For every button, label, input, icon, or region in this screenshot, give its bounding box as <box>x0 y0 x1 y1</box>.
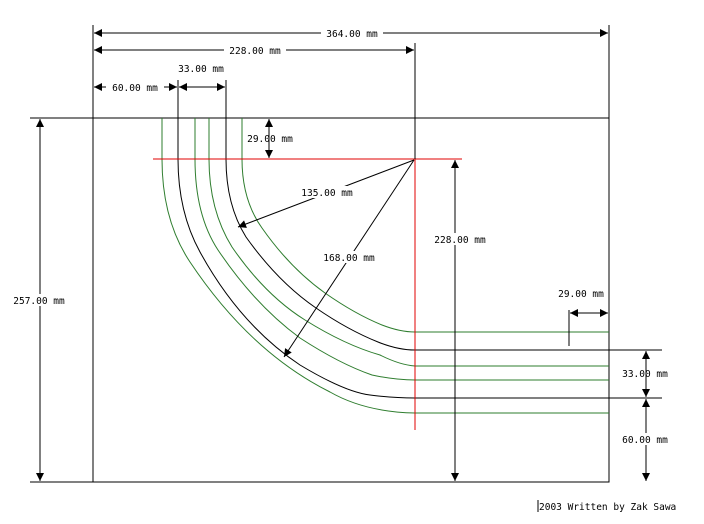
label-outer-radius: 168.00 mm <box>323 253 375 264</box>
label-left-offset: 60.00 mm <box>112 83 158 94</box>
label-to-center-x: 228.00 mm <box>229 46 281 57</box>
label-knockouts <box>8 27 673 445</box>
label-total-height: 257.00 mm <box>13 296 65 307</box>
track-centerlines <box>177 118 609 399</box>
label-center-to-bottom: 228.00 mm <box>434 235 486 246</box>
credit-text: 2003 Written by Zak Sawa <box>539 502 676 513</box>
center-construction-lines <box>153 158 462 430</box>
label-bottom-offset: 60.00 mm <box>622 435 668 446</box>
footer-credit: 2003 Written by Zak Sawa <box>537 500 676 513</box>
label-right-offset: 29.00 mm <box>558 289 604 300</box>
label-track-spacing-right: 33.00 mm <box>622 369 668 380</box>
dimension-labels: 364.00 mm 228.00 mm 60.00 mm 33.00 mm 29… <box>13 29 668 446</box>
label-track-spacing-top: 33.00 mm <box>178 64 224 75</box>
drawing-frame <box>92 117 610 483</box>
label-top-offset: 29.00 mm <box>247 134 293 145</box>
extension-lines <box>30 25 662 483</box>
label-inner-radius: 135.00 mm <box>301 188 353 199</box>
label-total-width: 364.00 mm <box>326 29 378 40</box>
green-guide-rails <box>161 118 609 414</box>
